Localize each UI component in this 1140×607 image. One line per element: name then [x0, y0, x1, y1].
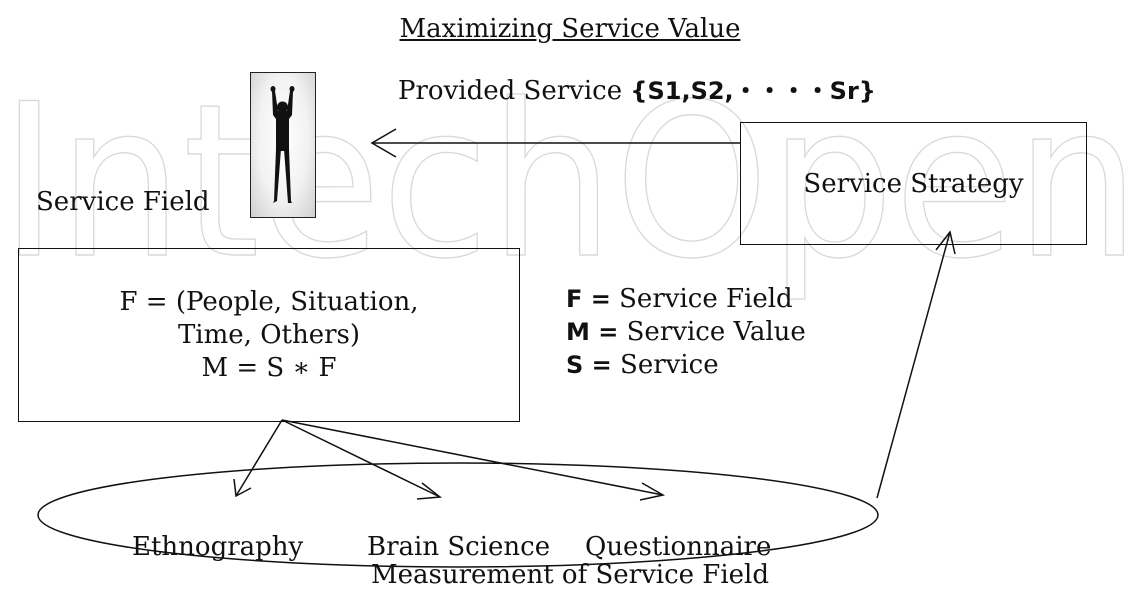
legend-item-f: F = Service Field	[566, 284, 793, 314]
provided-service: Provided Service {S1,S2,・・・・Sr}	[398, 76, 876, 106]
service-field-label: Service Field	[36, 187, 210, 217]
arrowhead	[416, 482, 442, 500]
person-arms-raised-icon	[250, 72, 316, 218]
arrow-to-ethnography	[235, 419, 283, 497]
method-questionnaire: Questionnaire	[585, 532, 772, 562]
provided-service-set: {S1,S2,・・・・Sr}	[630, 77, 876, 105]
formula-line: M = S ∗ F	[201, 352, 337, 383]
service-strategy-label: Service Strategy	[803, 168, 1024, 199]
service-field-formula-box: F = (People, Situation, Time, Others) M …	[18, 248, 520, 422]
arrow-to-questionnaire	[281, 419, 664, 496]
diagram-caption: Measurement of Service Field	[371, 560, 769, 590]
diagram-title: Maximizing Service Value	[399, 14, 741, 44]
arrowhead	[935, 230, 956, 255]
watermark-text: IntechOpen	[0, 58, 1140, 305]
formula-line: F = (People, Situation,	[119, 286, 419, 317]
provided-service-label: Provided Service	[398, 76, 623, 106]
arrow-to-strategy	[876, 231, 951, 499]
legend: F = Service Field M = Service Value S = …	[566, 283, 806, 382]
service-strategy-box: Service Strategy	[740, 122, 1087, 245]
method-brain-science: Brain Science	[367, 532, 551, 562]
measurement-ellipse	[37, 462, 879, 568]
arrowhead	[233, 478, 252, 498]
arrow-to-brain-science	[281, 419, 441, 498]
formula-line: Time, Others)	[177, 319, 361, 350]
arrowhead	[639, 482, 666, 501]
method-ethnography: Ethnography	[132, 532, 304, 562]
legend-item-m: M = Service Value	[566, 317, 806, 347]
legend-item-s: S = Service	[566, 350, 719, 380]
arrowhead	[370, 128, 397, 158]
